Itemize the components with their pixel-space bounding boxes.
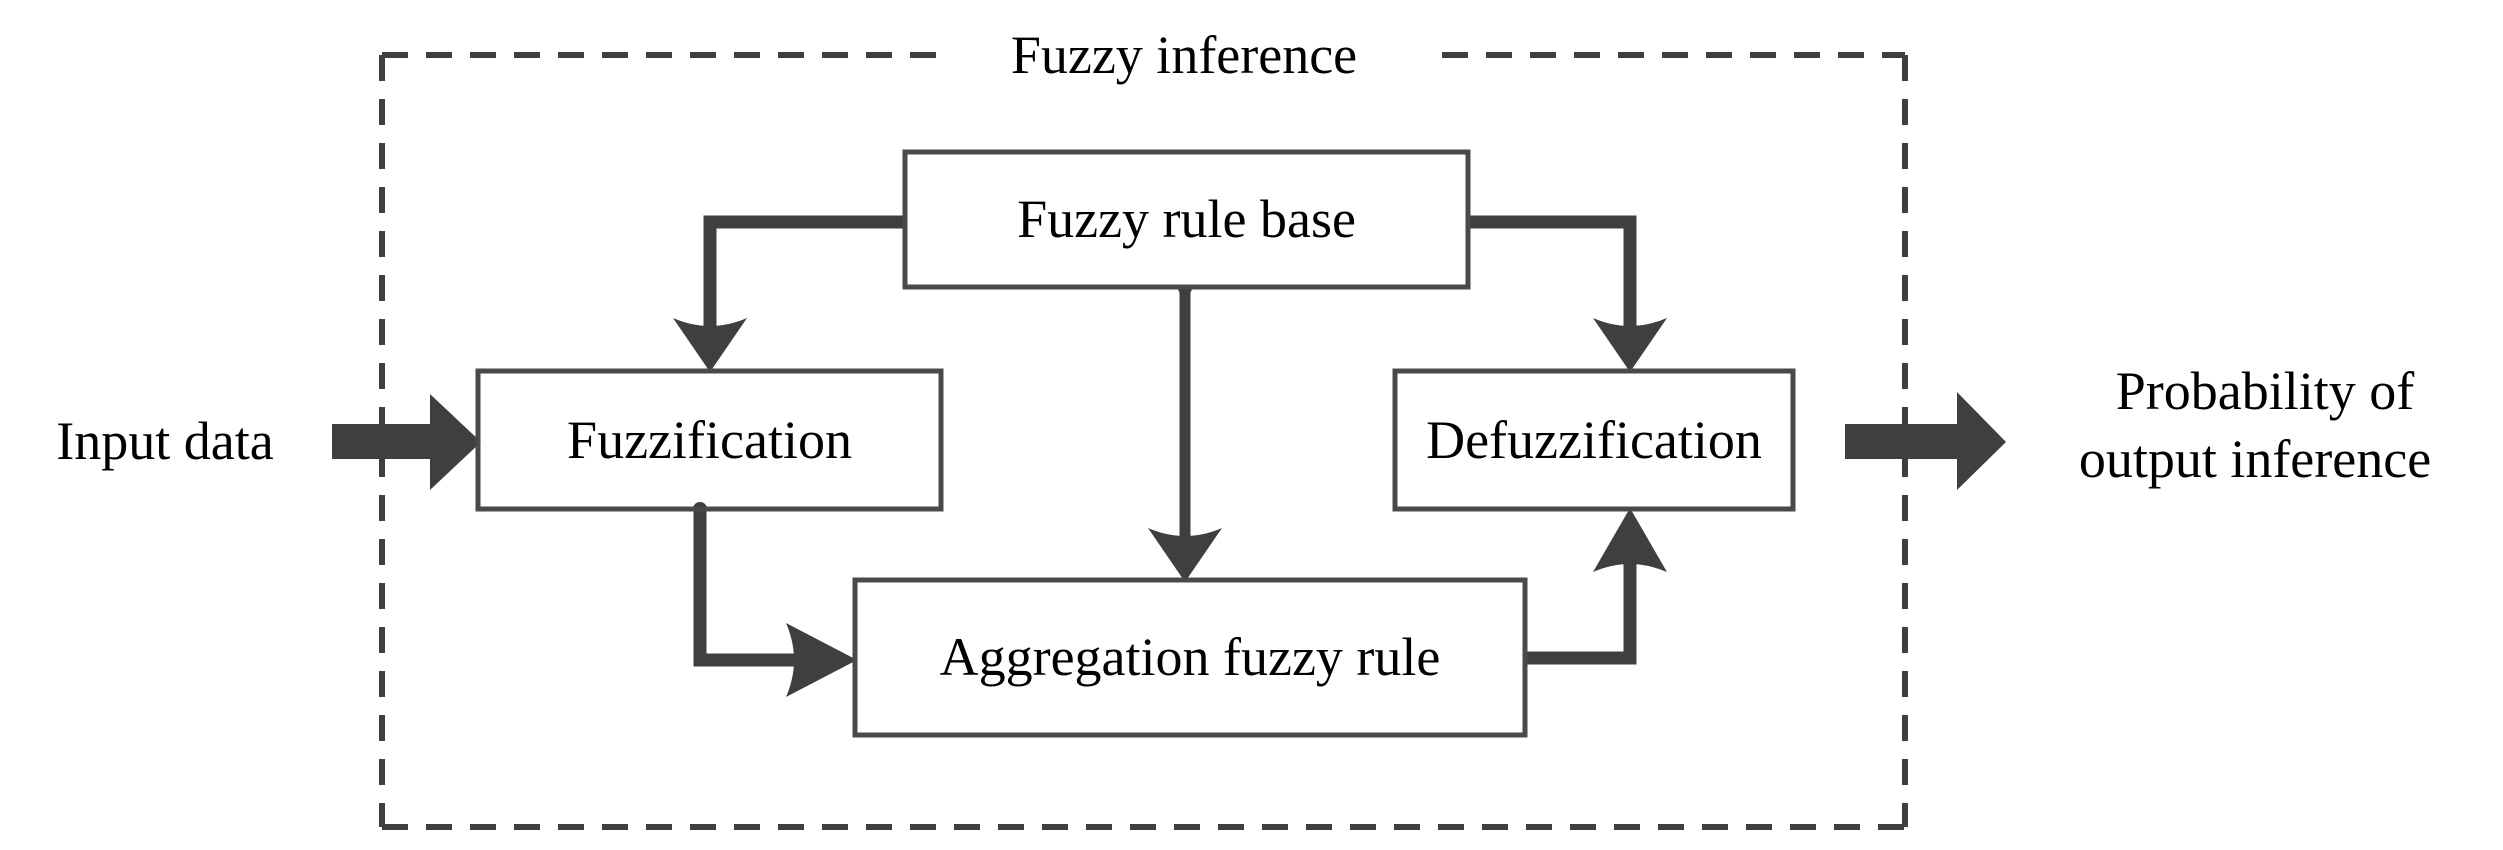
edge-fuzzification-to-aggregation [693,502,857,697]
output-inference-arrow [1845,392,2006,490]
node-box-defuzzification[interactable] [1392,368,1796,512]
node-box-fuzzy-rule-base[interactable] [902,149,1471,290]
input-data-label: Input data [56,411,274,471]
node-label-defuzzification: Defuzzification [1426,410,1762,470]
node-label-fuzzy-rule-base: Fuzzy rule base [1017,189,1356,249]
group-title-fuzzy-inference: Fuzzy inference [940,24,1428,88]
node-label-fuzzification: Fuzzification [567,410,852,470]
node-label-aggregation-fuzzy-rule: Aggregation fuzzy rule [939,627,1441,687]
edge-aggregation-to-defuzzification [1518,508,1667,665]
input-data-arrow [332,394,481,490]
edge-rulebase-to-defuzzification [1461,215,1667,372]
node-box-fuzzification[interactable] [475,368,944,512]
output-inference-label-line2: output inference [2078,429,2432,489]
output-inference-label-line1: Probability of [2115,361,2415,421]
edge-rulebase-to-aggregation [1148,281,1222,582]
edge-rulebase-to-fuzzification [673,215,912,372]
node-box-aggregation-fuzzy-rule[interactable] [852,577,1528,738]
fuzzy-inference-group-border [379,52,1908,830]
